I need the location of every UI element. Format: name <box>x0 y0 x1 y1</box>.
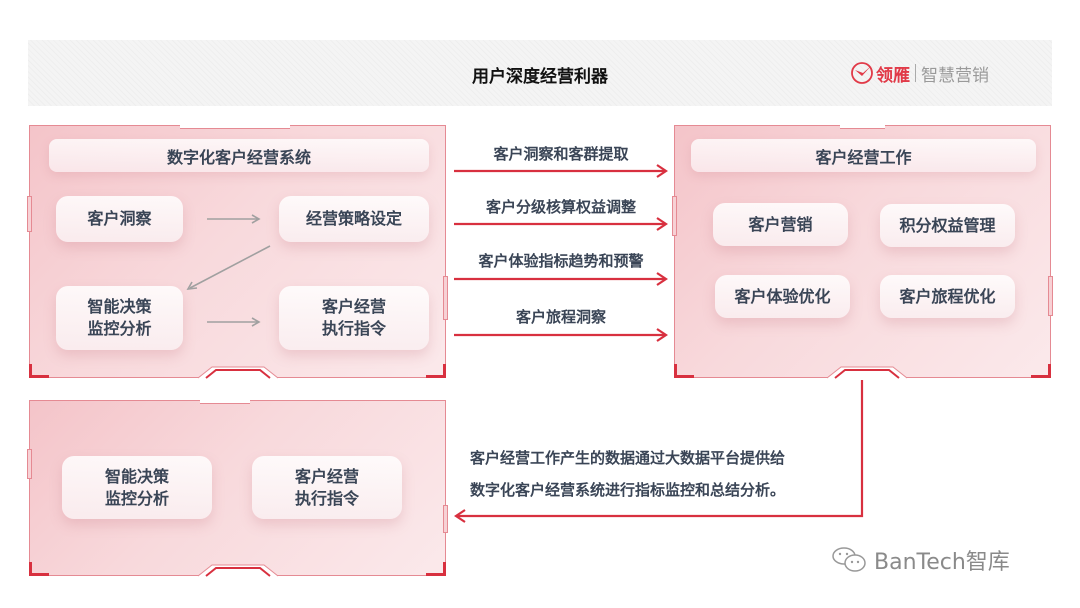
feedback-note-line1: 客户经营工作产生的数据通过大数据平台提供给 <box>470 449 786 467</box>
digital-system-panel: 数字化客户经营系统 客户洞察 经营策略设定 智能决策 监控分析 客户经营 执行指… <box>27 125 448 379</box>
watermark-text: BanTech智库 <box>874 550 1010 575</box>
panel-bottom-notch <box>198 564 278 577</box>
feedback-note: 客户经营工作产生的数据通过大数据平台提供给 数字化客户经营系统进行指标监控和总结… <box>470 442 785 506</box>
card-points-benefits: 积分权益管理 <box>880 204 1015 247</box>
card-journey-optimization: 客户旅程优化 <box>880 275 1015 318</box>
panel-bottom-notch <box>827 366 907 379</box>
card-strategy-setting: 经营策略设定 <box>279 196 429 242</box>
flow-label-grading-benefits: 客户分级核算权益调整 <box>485 198 636 216</box>
card-customer-marketing: 客户营销 <box>713 203 848 246</box>
panel-corner <box>674 364 694 378</box>
logo-divider <box>915 64 916 82</box>
panel-side-tab <box>1048 276 1053 316</box>
panel-corner <box>426 364 446 378</box>
header-banner: 用户深度经营利器 领雁 智慧营销 <box>28 40 1052 106</box>
panel-side-tab <box>27 449 32 479</box>
panel-side-tab <box>27 196 32 232</box>
feedback-system-panel: 智能决策 监控分析 客户经营 执行指令 <box>27 400 448 577</box>
panel-title: 数字化客户经营系统 <box>49 139 429 172</box>
wechat-icon <box>832 547 866 572</box>
panel-side-tab <box>443 276 448 320</box>
panel-top-notch <box>180 125 290 129</box>
gray-arrow-icon <box>186 214 271 327</box>
panel-corner <box>426 562 446 576</box>
card-execution-command: 客户经营 执行指令 <box>252 456 402 519</box>
red-arrow-icon <box>454 164 864 523</box>
panel-bottom-notch <box>198 366 278 379</box>
customer-operation-panel: 客户经营工作 客户营销 积分权益管理 客户体验优化 客户旅程优化 <box>672 125 1053 379</box>
flow-label-journey-insight: 客户旅程洞察 <box>515 308 606 326</box>
flow-label-experience-warning: 客户体验指标趋势和预警 <box>478 252 644 270</box>
page-title: 用户深度经营利器 <box>472 67 608 87</box>
panel-side-tab <box>672 196 677 236</box>
panel-top-notch <box>840 125 885 129</box>
watermark: BanTech智库 <box>830 544 1010 576</box>
brand-logo: 领雁 智慧营销 <box>850 60 989 86</box>
card-decision-monitoring: 智能决策 监控分析 <box>62 456 212 519</box>
panel-corner <box>29 364 49 378</box>
logo-brand: 领雁 <box>876 65 910 86</box>
panel-top-notch <box>200 400 250 404</box>
feedback-note-line2: 数字化客户经营系统进行指标监控和总结分析。 <box>470 481 786 499</box>
lingyan-logo-icon <box>851 62 873 84</box>
card-decision-monitoring: 智能决策 监控分析 <box>56 286 183 350</box>
card-execution-command: 客户经营 执行指令 <box>279 286 429 350</box>
panel-corner <box>1031 364 1051 378</box>
flow-label-insight-extraction: 客户洞察和客群提取 <box>493 145 629 163</box>
card-experience-optimization: 客户体验优化 <box>715 275 850 318</box>
logo-subtitle: 智慧营销 <box>921 65 989 86</box>
card-customer-insight: 客户洞察 <box>56 196 183 242</box>
panel-side-tab <box>443 505 448 533</box>
panel-corner <box>29 562 49 576</box>
panel-title: 客户经营工作 <box>691 139 1036 172</box>
